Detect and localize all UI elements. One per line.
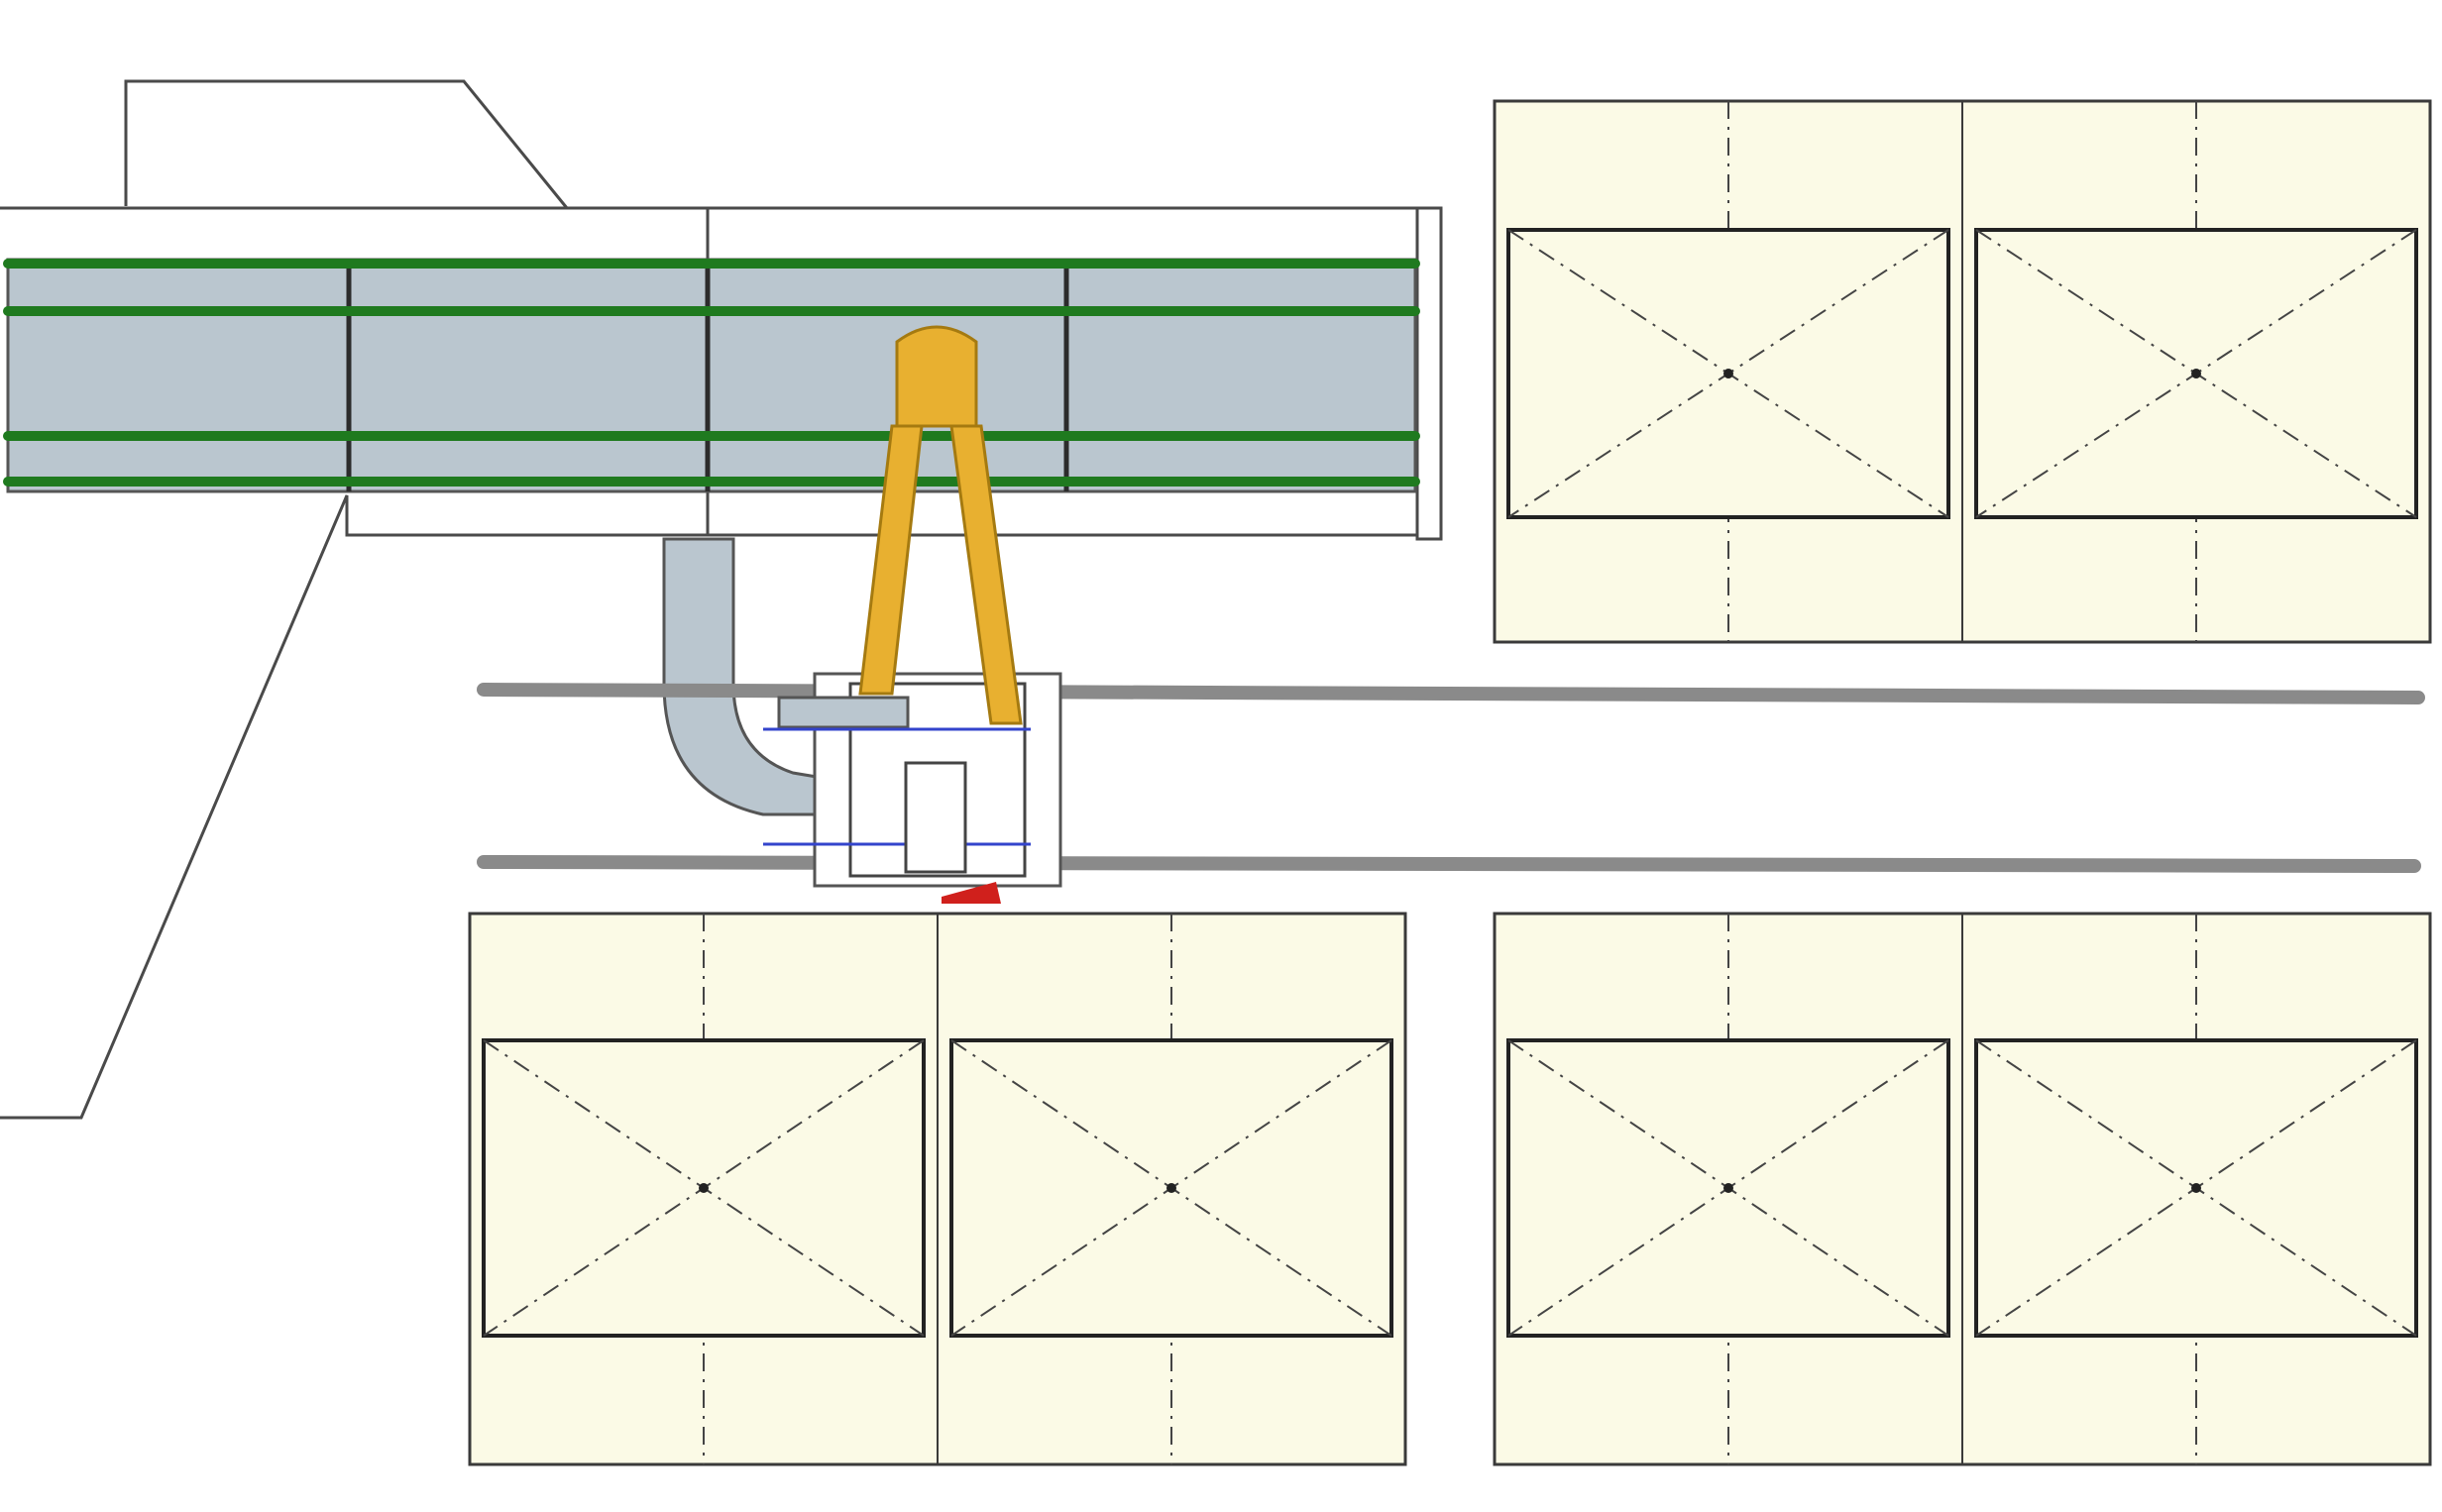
pallet-station-bottom-right [1493, 912, 2432, 1466]
carriage-slot [904, 761, 967, 874]
track-rail-lower [477, 855, 2421, 873]
load-center-point [699, 1183, 709, 1193]
conveyor-segment-dividers [346, 262, 1069, 491]
gripper-marker [942, 882, 1001, 904]
conveyor-rails [3, 259, 1420, 486]
pallet-stations [468, 99, 2432, 1466]
conveyor [3, 258, 1420, 493]
pallet-station-top-right [1493, 99, 2432, 644]
robot-head [895, 325, 978, 428]
load-center-point [1723, 369, 1733, 378]
carriage-arm-base [777, 696, 910, 729]
track-rail-upper [477, 683, 2425, 704]
conveyor-bed [6, 258, 1417, 493]
load-center-point [2191, 369, 2201, 378]
palletizing-robot [858, 325, 1023, 725]
load-center-point [2191, 1183, 2201, 1193]
pallet-station-bottom-left [468, 912, 1407, 1466]
load-center-point [1723, 1183, 1733, 1193]
cable-duct [662, 537, 854, 816]
load-center-point [1166, 1183, 1176, 1193]
robot-track [477, 683, 2425, 873]
